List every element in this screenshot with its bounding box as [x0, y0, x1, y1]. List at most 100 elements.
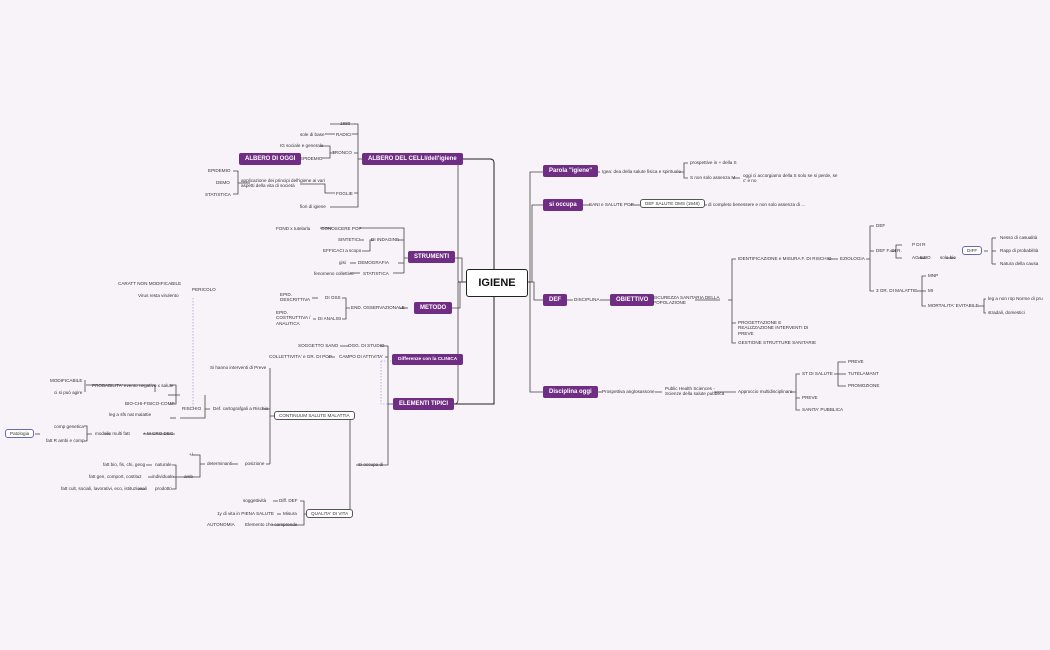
node-diff-def[interactable]: Diff. DEF [279, 498, 298, 503]
node-si-occupa-di[interactable]: Si occupa di [358, 462, 384, 467]
node-plus-minus[interactable]: +/- [189, 452, 195, 457]
node-virus[interactable]: Virus resta virulento [138, 293, 179, 298]
node-mi[interactable]: MI [928, 288, 934, 293]
node-sani-salute-pop[interactable]: SANI e SALUTE POP [589, 202, 634, 207]
node-approccio[interactable]: Approccio multidisciplinare [738, 389, 793, 394]
node-statistica[interactable]: STATISTICA [363, 271, 389, 276]
node-preve[interactable]: PREVE [848, 359, 864, 364]
node-ci-si-puo[interactable]: ci si può agire [54, 390, 83, 395]
node-collettivita[interactable]: COLLETTIVITA' e GR. DI POP [269, 354, 332, 359]
node-disciplina[interactable]: DISCIPLINA [574, 297, 600, 302]
node-fond[interactable]: FOND x tutelarla [276, 226, 311, 231]
node-amb[interactable]: amb [184, 474, 193, 479]
node-st-di-salute[interactable]: ST DI SALUTE [802, 371, 833, 376]
branch-albero-oggi[interactable]: ALBERO DI OGGI [239, 153, 302, 165]
node-oggi-statistica[interactable]: STATISTICA [205, 192, 231, 197]
node-si-hanno[interactable]: Si hanno interventi di Preve [210, 365, 267, 370]
node-di-oss[interactable]: DI OSS [325, 295, 341, 300]
node-soggetto-sano[interactable]: SOGGETTO SANO [298, 343, 339, 348]
node-identificazione[interactable]: IDENTIFICAZIONE e MISURA F. DI RISCHIO [738, 256, 832, 261]
node-autonomia[interactable]: AUTONOMIA [207, 522, 235, 527]
node-oggi-si-accorgiamo[interactable]: oggi ci accorgiamo della S solo se si pe… [743, 173, 838, 184]
node-oggi-demo[interactable]: DEMO [216, 180, 230, 185]
node-mortalita-evitabile[interactable]: MORTALITA' EVITABILE [928, 303, 979, 308]
node-ag-ezio[interactable]: AG EZIO [912, 255, 931, 260]
node-mnp[interactable]: MNP [928, 273, 939, 278]
node-determinanti[interactable]: determinanti [207, 461, 233, 466]
node-bio-chi-fisico[interactable]: BIO-CHI-FISICO-COMP [125, 401, 175, 406]
node-probabilita[interactable]: PROBABILITA' evento negativo x salute [92, 383, 174, 388]
node-gr-malattie[interactable]: 3 GR. DI MALATTIE [876, 288, 918, 293]
node-solo-bio[interactable]: solo bio [940, 255, 956, 260]
node-tutelamant[interactable]: TUTELAMANT [848, 371, 879, 376]
node-individuale[interactable]: individuale [152, 474, 174, 479]
node-sanita-pubblica[interactable]: SANITA' PUBBLICA [802, 407, 844, 412]
node-nesso-casualita[interactable]: Nesso di casualità [1000, 235, 1038, 240]
node-igea[interactable]: Igea: dea della salute fisica e spiritua… [602, 169, 681, 174]
node-gestione-strutture[interactable]: GESTIONE STRUTTURE SANITARIE [738, 340, 817, 345]
node-eziologia[interactable]: EZIOLOGIA [840, 256, 865, 261]
node-promozione[interactable]: PROMOZIONE [848, 383, 880, 388]
node-misura[interactable]: Misura [283, 511, 297, 516]
node-pericolo[interactable]: PERICOLO [192, 287, 216, 292]
node-leg-sfs[interactable]: leg a sfs nat malattie [109, 412, 152, 417]
node-epidemio[interactable]: EPIDEMIO [300, 156, 323, 161]
branch-def[interactable]: DEF [543, 294, 567, 306]
node-s-non-solo[interactable]: S non solo assenza M [690, 175, 736, 180]
branch-elementi-tipici[interactable]: ELEMENTI TIPICI [393, 398, 455, 410]
node-rapp-probabilita[interactable]: Rapp di probabilità [1000, 248, 1039, 253]
node-def-cartografia[interactable]: Def. cartografgali a Rischio [213, 406, 269, 411]
branch-si-occupa[interactable]: si occupa [543, 199, 583, 211]
node-applicazione[interactable]: applicazione dei principi dell'igiene ai… [241, 178, 325, 189]
node-epid-descrittiva[interactable]: EPID. DESCRITTIVA [280, 292, 311, 303]
node-radici[interactable]: RADICI [336, 132, 352, 137]
node-prospettive[interactable]: prospettive in + della S [690, 160, 737, 165]
node-fatt-bio[interactable]: fatt bio, fis, chi, geog [103, 462, 146, 467]
node-def-eziologia[interactable]: DEF [876, 223, 886, 228]
node-gisi[interactable]: gisi [339, 260, 346, 265]
node-leg-non-rop[interactable]: leg a non rop Norme di pru [988, 296, 1043, 301]
node-fenomeno[interactable]: fenomeno collettivo [314, 271, 354, 276]
node-efficaci[interactable]: EFFICACI a scopo [323, 248, 362, 253]
node-modificabile[interactable]: MODIFICABILE [50, 378, 83, 383]
node-diff[interactable]: DIFF [962, 246, 983, 255]
node-modello-multi[interactable]: modello multi fatt [95, 431, 130, 436]
node-1y-vita[interactable]: 1y di vita in PIENA SALUTE [217, 511, 274, 516]
node-continuum[interactable]: CONTINUUM SALUTE MALATTIA [274, 411, 355, 420]
node-qualita-vita[interactable]: QUALITA' DI VITA [306, 509, 354, 518]
node-ogg-studio[interactable]: OGG. DI STUDIO [348, 343, 385, 348]
node-sole-di-base[interactable]: sole di base [300, 132, 325, 137]
node-completo-benessere[interactable]: di completo benessere e non solo assenza… [708, 202, 806, 207]
node-demografia[interactable]: DEMOGRAFIA [358, 260, 389, 265]
node-soggettivita[interactable]: soggettività [243, 498, 267, 503]
node-elemento[interactable]: Elemento che comprende [245, 522, 298, 527]
node-obiettivo[interactable]: OBIETTIVO [610, 294, 655, 306]
node-posizione[interactable]: posizione [245, 461, 265, 466]
node-progettazione[interactable]: PROGETTAZIONE E REALIZZAZIONE INTERVENTI… [738, 320, 809, 336]
node-prodotto[interactable]: prodotto [155, 486, 172, 491]
node-comp-genetica[interactable]: comp genetica [54, 424, 84, 429]
node-fatt-cult[interactable]: fatt cult, sociali, lavorativi, eco, ist… [61, 486, 147, 491]
node-p-di-r[interactable]: P DI R [912, 242, 926, 247]
node-stradali[interactable]: stradali, domestici [988, 310, 1025, 315]
node-ig-sociale[interactable]: IG sociale e generale [280, 143, 324, 148]
central-topic[interactable]: IGIENE [466, 269, 528, 297]
branch-parola-igiene[interactable]: Parola "igiene" [543, 165, 599, 177]
node-sintetici[interactable]: SINTETICI [338, 237, 361, 242]
node-public-health[interactable]: Public Health Sciences - Scienze della s… [665, 386, 725, 397]
node-preve-2[interactable]: PREVE [802, 395, 818, 400]
node-naturale[interactable]: naturale [155, 462, 172, 467]
branch-strumenti[interactable]: STRUMENTI [408, 251, 455, 263]
branch-disciplina-oggi[interactable]: Disciplina oggi [543, 386, 598, 398]
node-foglie[interactable]: FOGLIE [336, 191, 353, 196]
node-fatt-r[interactable]: fatt R ambi e comp [46, 438, 85, 443]
node-end-osservazionale[interactable]: END. OSSERVAZIONALE [351, 305, 405, 310]
node-caratt-non-modificabile[interactable]: CARATT NON MODIFICABILE [118, 281, 182, 286]
node-campo-attivita[interactable]: CAMPO DI ATTIVITA' [339, 354, 384, 359]
node-fatt-gen[interactable]: fatt gen, comport, costituz [89, 474, 142, 479]
node-def-f-di-r[interactable]: DEF F. DI R. [876, 248, 902, 253]
node-sicurezza-sanitaria[interactable]: SICUREZZA SANITARIA DELLA POPOLAZIONE [653, 295, 720, 306]
branch-albero-celli[interactable]: ALBERO DEL CELLI/dell'igiene [362, 153, 463, 165]
node-prospettiva-anglosassone[interactable]: Prospettiva anglosassone [602, 389, 655, 394]
branch-metodo[interactable]: METODO [414, 302, 453, 314]
